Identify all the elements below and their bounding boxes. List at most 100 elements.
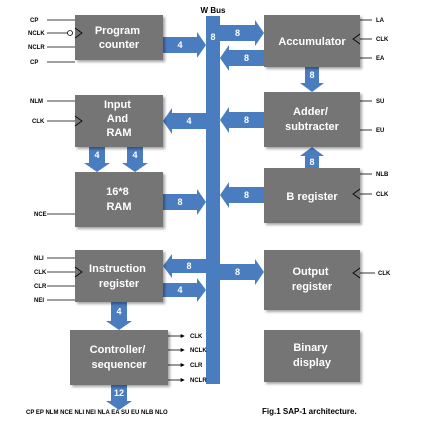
controller-label-2: sequencer bbox=[91, 359, 147, 371]
signal-clk-out: CLK bbox=[378, 271, 391, 277]
bus-arrow-ir-out: 4 bbox=[163, 278, 206, 302]
adder-label-2: subtracter bbox=[285, 121, 340, 133]
bus-arrow-pc-bus: 4 bbox=[163, 32, 206, 58]
bus-arrow-b-adder: 8 bbox=[300, 147, 324, 168]
program-counter-label-1: Program bbox=[95, 25, 140, 37]
figure-caption: Fig.1 SAP-1 architecture. bbox=[262, 407, 357, 416]
bus-arrow-mar-bus: 4 bbox=[163, 108, 206, 134]
signal-eu: EU bbox=[376, 128, 384, 134]
controller-output-lines bbox=[168, 334, 185, 382]
signal-clr-ir: CLR bbox=[34, 284, 47, 290]
bus-width-ir-ctrl: 4 bbox=[116, 307, 121, 317]
input-ram-label-2: And bbox=[107, 113, 128, 125]
bus-arrow-adder-bus: 8 bbox=[220, 107, 264, 133]
svg-text:Binary display: Binary display bbox=[293, 342, 332, 369]
acc-clock-triangle bbox=[352, 33, 361, 45]
svg-text:Output register: Output register bbox=[292, 266, 333, 293]
bus-arrow-out-bus: 8 bbox=[220, 259, 264, 285]
bus-width-mar-bus: 4 bbox=[186, 116, 191, 126]
ram-label-2: RAM bbox=[106, 201, 131, 213]
b-register-label: B register bbox=[286, 191, 338, 203]
signal-clk-b: CLK bbox=[376, 192, 389, 198]
b-register-block: B register bbox=[264, 168, 360, 223]
signal-clk-ir: CLK bbox=[34, 270, 47, 276]
bus-width-b-bus: 8 bbox=[244, 190, 249, 200]
signal-nclr-pc: NCLR bbox=[28, 45, 45, 51]
instruction-register-label-2: register bbox=[99, 278, 140, 290]
bus-width-acc-adder: 8 bbox=[309, 70, 314, 80]
svg-text:Program counter: Program counter bbox=[95, 25, 143, 51]
pc-nclk-bubble bbox=[67, 30, 73, 36]
w-bus-label: W Bus bbox=[201, 6, 226, 15]
signal-la: LA bbox=[376, 18, 385, 24]
bus-width-b-adder: 8 bbox=[309, 157, 314, 167]
signal-cp-1: CP bbox=[30, 18, 38, 24]
instruction-register-block: Instruction register bbox=[75, 250, 163, 302]
signal-nei: NEI bbox=[34, 298, 44, 304]
binary-display-label-2: display bbox=[293, 357, 332, 369]
bus-width-mar-ram-a: 4 bbox=[94, 150, 99, 160]
output-register-label-1: Output bbox=[292, 266, 328, 278]
ram-block: 16*8 RAM bbox=[75, 172, 163, 227]
program-counter-block: Program counter bbox=[75, 15, 163, 60]
bus-width-ir-out: 4 bbox=[177, 285, 182, 295]
ctrl-out-nclk: NCLK bbox=[190, 348, 207, 354]
input-ram-label-1: Input bbox=[104, 99, 131, 111]
adder-subtracter-block: Adder/ subtracter bbox=[264, 92, 360, 147]
ctrl-out-nclr: NCLR bbox=[190, 378, 207, 384]
bus-width-out-bus: 8 bbox=[235, 267, 240, 277]
svg-text:Instruction register: Instruction register bbox=[89, 263, 149, 290]
signal-ea: EA bbox=[376, 56, 385, 62]
signal-nce: NCE bbox=[34, 212, 47, 218]
bus-width-acc-in: 8 bbox=[235, 28, 240, 38]
output-register-label-2: register bbox=[292, 281, 333, 293]
bus-arrow-ctrl-out: 12 bbox=[106, 385, 132, 410]
mar-clock-triangle bbox=[74, 115, 83, 127]
instruction-register-label-1: Instruction bbox=[89, 263, 146, 275]
control-lines bbox=[47, 19, 372, 301]
bus-arrow-mar-ram-a: 4 bbox=[84, 147, 110, 172]
input-ram-label-3: RAM bbox=[106, 127, 131, 139]
binary-display-label-1: Binary bbox=[293, 342, 328, 354]
w-bus bbox=[206, 16, 220, 384]
signal-nclk-pc: NCLK bbox=[28, 31, 45, 37]
adder-label-1: Adder/ bbox=[293, 106, 328, 118]
controller-sequencer-block: Controller/ sequencer bbox=[70, 330, 168, 385]
bus-arrow-ir-ctrl: 4 bbox=[106, 302, 132, 330]
svg-text:16*8 RAM: 16*8 RAM bbox=[106, 186, 132, 213]
signal-nlb: NLB bbox=[376, 172, 389, 178]
bus-width-mar-ram-b: 4 bbox=[132, 150, 137, 160]
bus-arrow-acc-adder: 8 bbox=[300, 67, 324, 92]
svg-text:Adder/ subtracter: Adder/ subtracter bbox=[285, 106, 340, 133]
control-word: CP EP NLM NCE NLI NEI NLA EA SU EU NLB N… bbox=[26, 410, 168, 416]
svg-text:Input And RAM: Input And RAM bbox=[104, 99, 134, 139]
binary-display-block: Binary display bbox=[264, 330, 360, 382]
pc-clock-triangle bbox=[74, 27, 83, 39]
controller-label-1: Controller/ bbox=[90, 344, 146, 356]
b-clock-triangle bbox=[352, 188, 361, 200]
bus-arrow-ir-in: 8 bbox=[163, 254, 206, 278]
accumulator-block: Accumulator bbox=[264, 15, 360, 67]
svg-text:Controller/ sequencer: Controller/ sequencer bbox=[90, 344, 149, 371]
out-clock-triangle bbox=[352, 267, 361, 279]
output-register-block: Output register bbox=[264, 250, 360, 310]
bus-width-pc-bus: 4 bbox=[177, 40, 182, 50]
signal-nlm: NLM bbox=[30, 99, 43, 105]
w-bus-width-label: 8 bbox=[210, 32, 215, 42]
bus-arrow-ram-bus: 8 bbox=[163, 189, 206, 215]
bus-width-ram-bus: 8 bbox=[177, 197, 182, 207]
program-counter-label-2: counter bbox=[99, 39, 140, 51]
ctrl-out-clr: CLR bbox=[190, 363, 203, 369]
signal-clk-acc: CLK bbox=[376, 37, 389, 43]
signal-clk-mar: CLK bbox=[32, 119, 45, 125]
bus-arrow-mar-ram-b: 4 bbox=[122, 147, 148, 172]
signal-cp-2: CP bbox=[30, 60, 38, 66]
ram-label-1: 16*8 bbox=[106, 186, 129, 198]
bus-width-ir-in: 8 bbox=[186, 261, 191, 271]
bus-arrow-acc-out: 8 bbox=[220, 45, 264, 71]
accumulator-label: Accumulator bbox=[278, 36, 346, 48]
bus-width-ctrl-out: 12 bbox=[114, 388, 124, 398]
ir-clock-triangle bbox=[74, 266, 83, 278]
